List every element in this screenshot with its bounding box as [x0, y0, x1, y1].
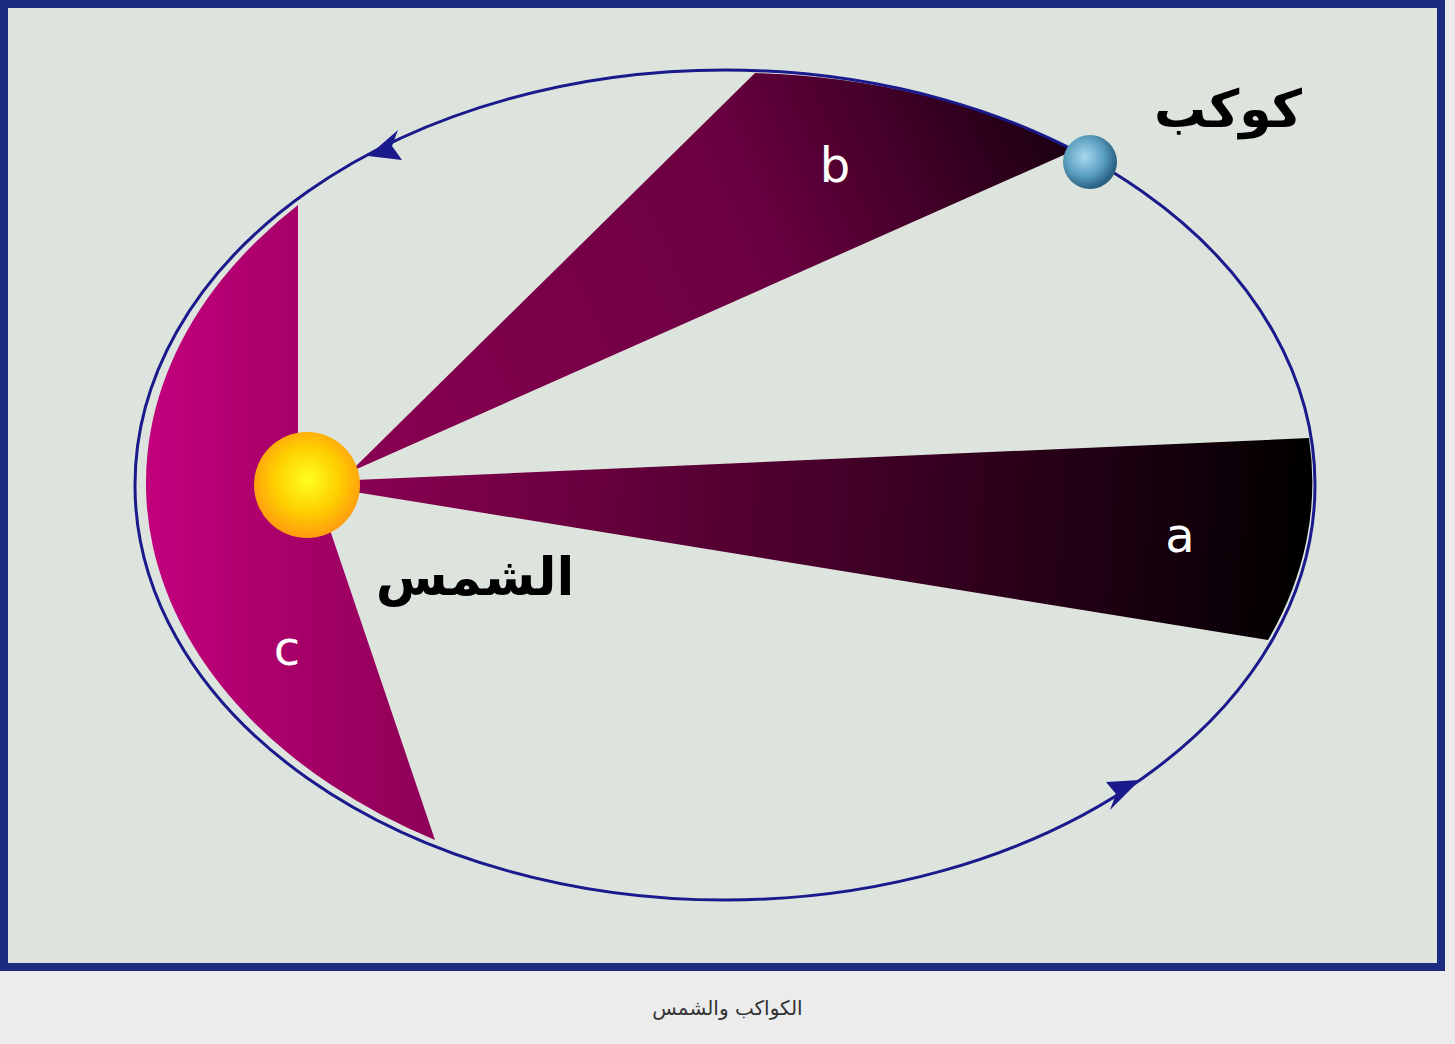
orbit-arrowhead: [1106, 780, 1140, 810]
orbit-arrowhead: [368, 130, 402, 160]
sector-letter: b: [820, 139, 850, 192]
orbit-ellipse: [135, 70, 1315, 900]
sector-letter: a: [1165, 509, 1194, 562]
sun-symbol: [254, 432, 360, 538]
planet-symbol: [1063, 135, 1117, 189]
area-sector: [355, 438, 1312, 640]
planet-label: كوكب: [1154, 81, 1302, 138]
sector-letter: c: [274, 622, 300, 675]
area-sector: [350, 73, 1075, 472]
figure-caption: الكواكب والشمس: [0, 996, 1455, 1020]
area-sector: [146, 205, 435, 840]
figure-frame: [4, 4, 1441, 967]
sun-label: الشمس: [376, 549, 575, 606]
caption-bar: [0, 971, 1455, 1044]
